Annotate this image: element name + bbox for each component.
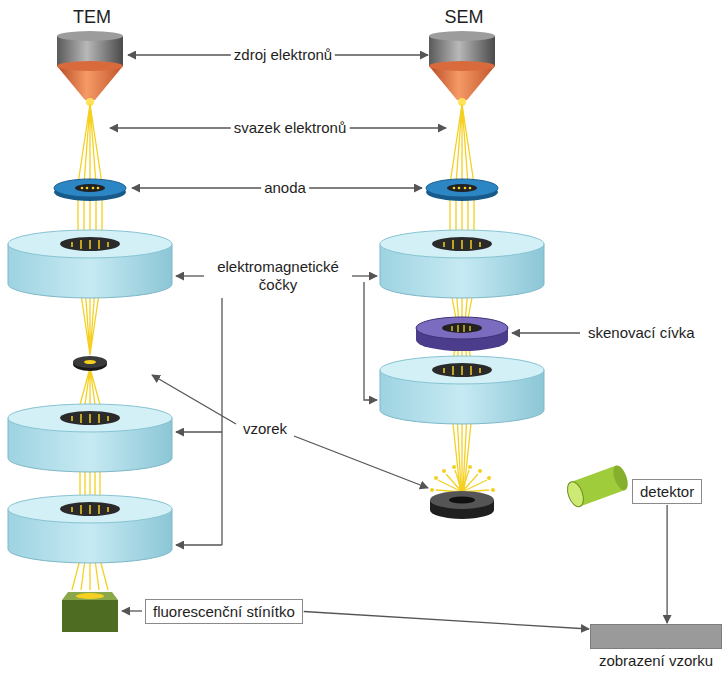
detector-box: detektor: [632, 479, 702, 504]
fluorescent-screen: [62, 592, 118, 632]
part-label: vzorek: [240, 420, 290, 438]
microscope-title: TEM: [70, 6, 114, 28]
detector-cylinder: [564, 464, 630, 509]
sem-specimen: [430, 491, 494, 519]
part-label: zdroj elektronů: [231, 46, 335, 64]
electron-source: [429, 31, 495, 106]
node-text: detektor: [640, 482, 694, 501]
tem-specimen: [73, 356, 107, 371]
electromagnetic-lens: [8, 404, 172, 472]
anode-ring: [426, 179, 498, 201]
connector-arrow: [304, 612, 589, 630]
pointer-arrow: [110, 55, 580, 611]
anode-ring: [54, 179, 126, 201]
electron-source: [57, 31, 123, 106]
connector-arrow: [666, 505, 667, 623]
electromagnetic-lens: [8, 230, 172, 298]
screen-label-box: fluorescenční stínítko: [145, 599, 303, 624]
part-label: elektromagnetické čočky: [205, 258, 351, 294]
scanning-coil: [416, 317, 508, 351]
display-bar: zobrazení vzorku: [590, 624, 722, 670]
display-bar-shape: [590, 624, 722, 649]
part-label: anoda: [261, 179, 309, 197]
electromagnetic-lens: [8, 495, 172, 563]
part-label: svazek elektronů: [231, 119, 350, 137]
node-text: zobrazení vzorku: [590, 651, 722, 670]
electromagnetic-lens: [380, 230, 544, 298]
node-text: fluorescenční stínítko: [153, 602, 295, 621]
electromagnetic-lens: [380, 356, 544, 424]
microscope-title: SEM: [441, 6, 486, 28]
scattered-electrons: [430, 465, 495, 492]
part-label: skenovací cívka: [585, 324, 698, 342]
